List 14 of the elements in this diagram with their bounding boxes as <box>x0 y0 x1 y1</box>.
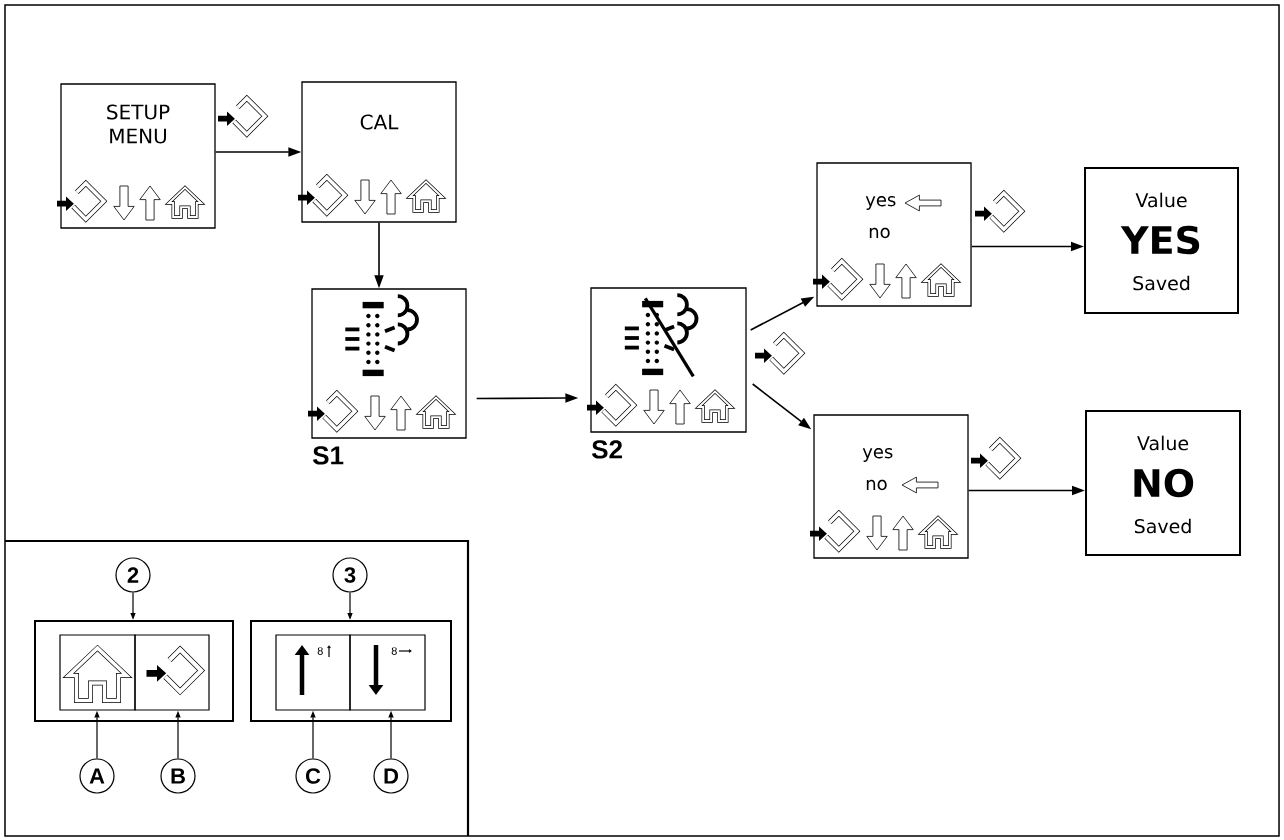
key-cell <box>134 634 210 711</box>
display-screen: yes no <box>810 414 969 559</box>
display-screen: yes no <box>813 162 972 307</box>
key-cell: 8 <box>275 634 351 711</box>
step-label: S2 <box>591 440 622 459</box>
step-label: S1 <box>312 446 344 465</box>
key-cell: 8 <box>349 634 426 711</box>
key-panel <box>250 620 452 722</box>
display-screen: Value YES Saved <box>1084 167 1239 314</box>
key-cell <box>59 634 136 711</box>
display-screen: CAL <box>298 81 457 223</box>
display-screen: Value NO Saved <box>1085 410 1241 556</box>
display-screen: SETUP MENU <box>57 83 216 229</box>
key-panel <box>34 620 234 722</box>
